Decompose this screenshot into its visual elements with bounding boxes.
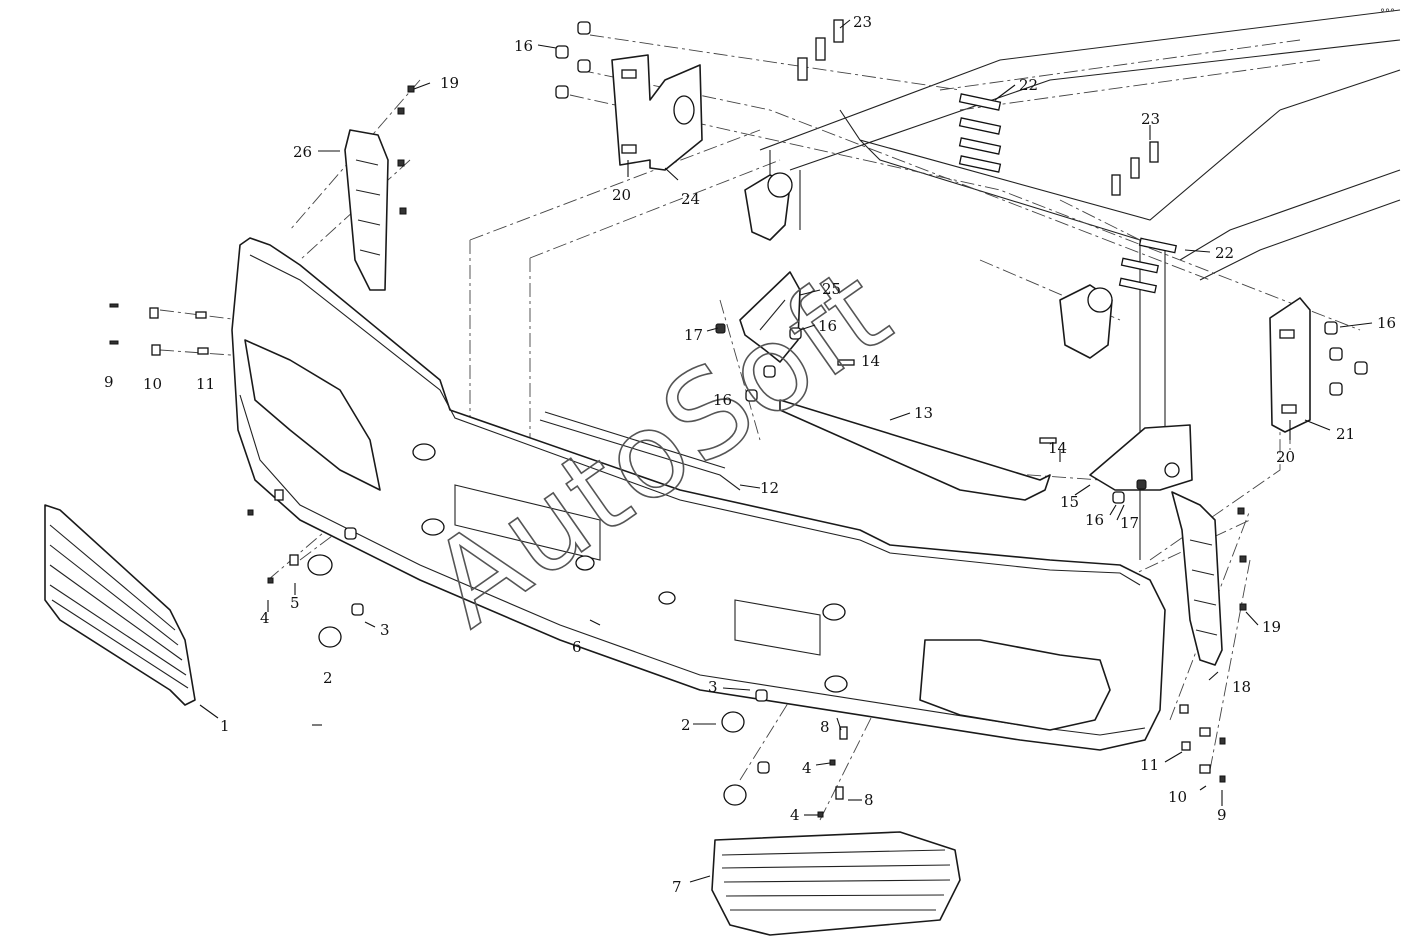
callout-21: 21: [1336, 425, 1355, 443]
callout-3: 3: [380, 621, 390, 639]
callout-15: 15: [1060, 493, 1079, 511]
right-side-bracket: [1171, 491, 1223, 666]
callout-20: 20: [1276, 448, 1295, 466]
callout-4: 4: [260, 609, 270, 627]
callout-6: 6: [572, 638, 582, 656]
callout-9: 9: [104, 373, 114, 391]
callout-14: 14: [1048, 439, 1067, 457]
callout-4: 4: [802, 759, 812, 777]
bottom-grille: [711, 831, 961, 936]
callout-10: 10: [143, 375, 162, 393]
cross-bar: [779, 399, 1051, 501]
callout-22: 22: [1215, 244, 1234, 262]
callout-1: 1: [220, 717, 230, 735]
callout-16: 16: [1085, 511, 1104, 529]
callout-9: 9: [1217, 806, 1227, 824]
tow-hook-right: [1059, 284, 1113, 359]
callout-11: 11: [196, 375, 215, 393]
left-grille: [44, 504, 196, 706]
chassis-frame-rails: [469, 9, 1401, 591]
callout-8: 8: [864, 791, 874, 809]
callout-24: 24: [681, 190, 700, 208]
right-plate-bracket: [1269, 297, 1311, 433]
callout-8: 8: [820, 718, 830, 736]
hardware-fasteners: [109, 19, 1368, 818]
callout-23: 23: [853, 13, 872, 31]
callout-13: 13: [914, 404, 933, 422]
callout-16: 16: [514, 37, 533, 55]
callout-3: 3: [708, 678, 718, 696]
corner-mark: °°°: [1380, 8, 1395, 19]
callout-16: 16: [713, 391, 732, 409]
callout-19: 19: [440, 74, 459, 92]
callout-4: 4: [790, 806, 800, 824]
callout-23: 23: [1141, 110, 1160, 128]
callout-17: 17: [684, 326, 703, 344]
callout-leaders: [199, 19, 1373, 883]
left-side-bracket: [344, 129, 389, 291]
callout-22: 22: [1019, 76, 1038, 94]
callout-16: 16: [818, 317, 837, 335]
callout-26: 26: [293, 143, 312, 161]
callout-5: 5: [290, 594, 300, 612]
top-plate-bracket: [611, 54, 703, 171]
callout-19: 19: [1262, 618, 1281, 636]
callout-labels: 1 2 2 3 3 4 4 4 5 6 7 8 8 9 9 10 10 11 1…: [104, 13, 1396, 896]
callout-7: 7: [672, 878, 682, 896]
callout-10: 10: [1168, 788, 1187, 806]
callout-12: 12: [760, 479, 779, 497]
callout-2: 2: [681, 716, 691, 734]
callout-25: 25: [822, 280, 841, 298]
callout-16: 16: [1377, 314, 1396, 332]
callout-11: 11: [1140, 756, 1159, 774]
callout-14: 14: [861, 352, 880, 370]
tow-hook-left: [744, 172, 793, 241]
callout-2: 2: [323, 669, 333, 687]
mount-bracket-lower: [1089, 424, 1193, 491]
callout-18: 18: [1232, 678, 1251, 696]
callout-17: 17: [1120, 514, 1139, 532]
mount-bracket-upper: [739, 271, 801, 363]
callout-20: 20: [612, 186, 631, 204]
bumper-shell: [231, 237, 1166, 751]
